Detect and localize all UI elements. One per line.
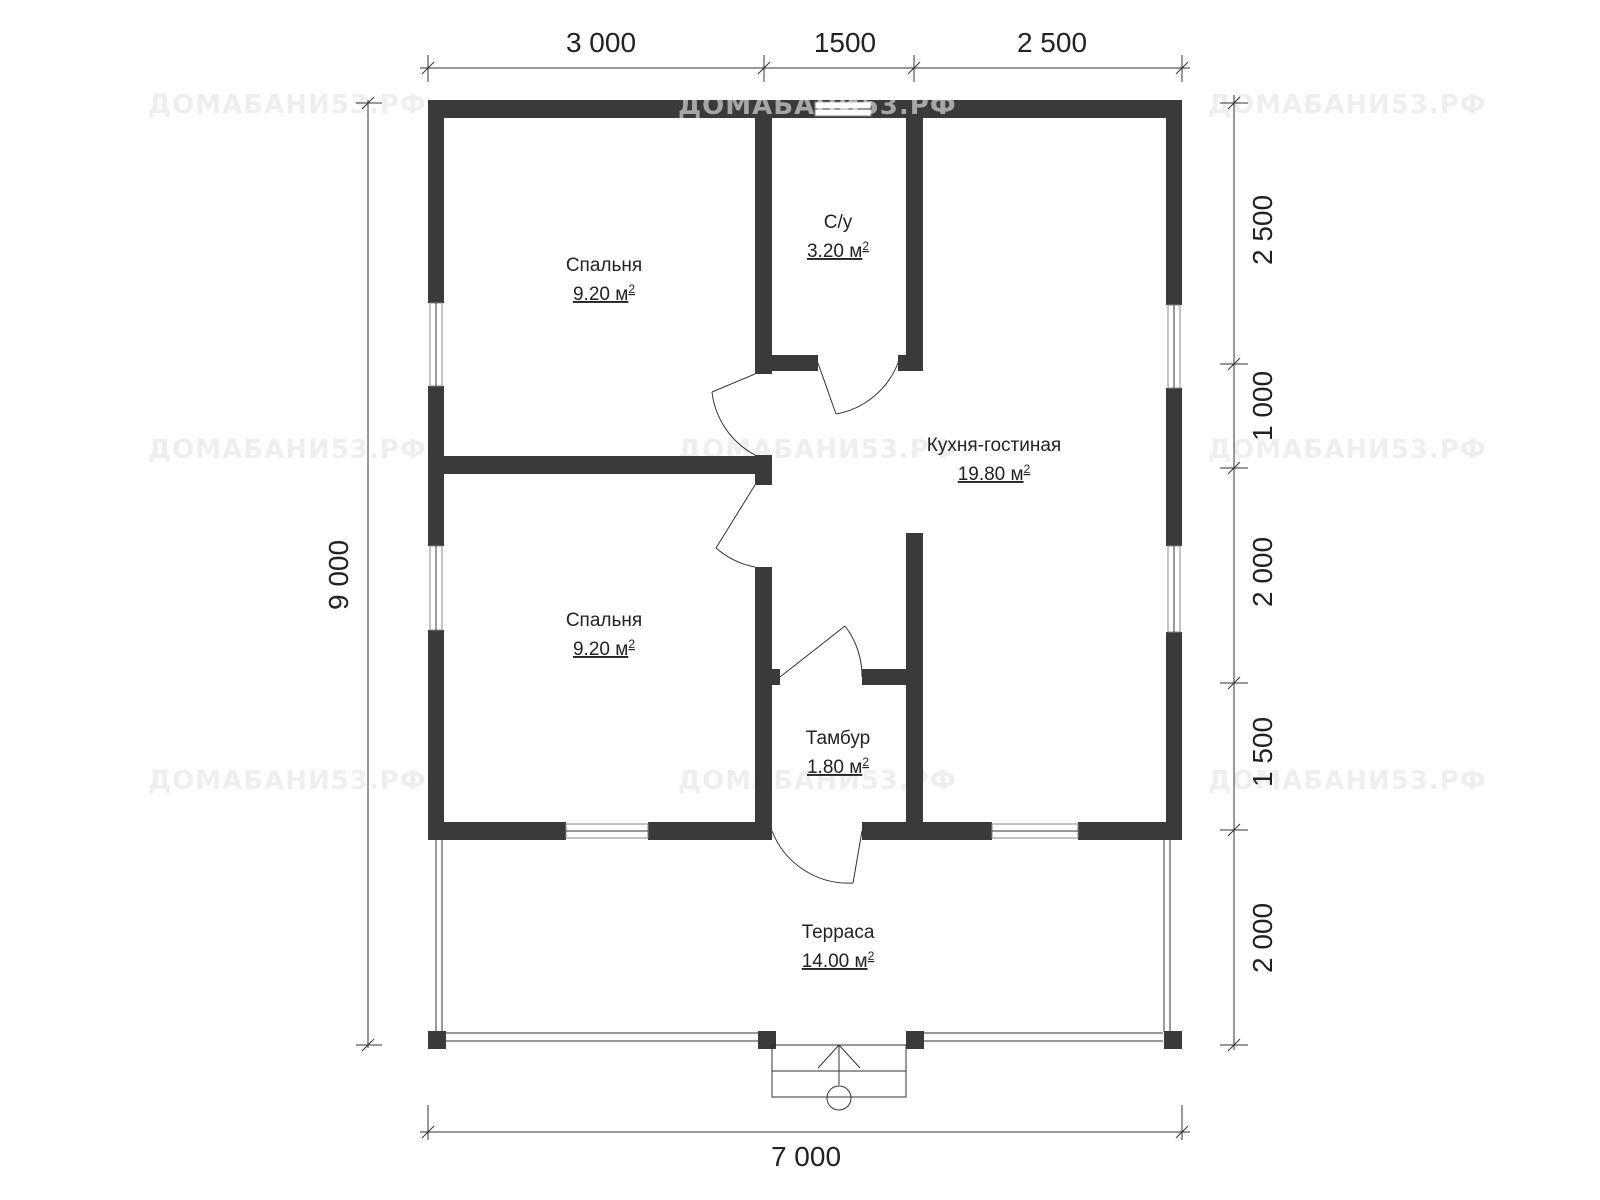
dim-left: 9 000 [323, 540, 354, 610]
room-name: Спальня [566, 255, 642, 276]
doors [711, 362, 899, 884]
room-name: Тамбур [806, 728, 871, 749]
room-name: Терраса [802, 922, 875, 943]
room-area: 9.20 м2 [573, 637, 635, 660]
watermark: ДОМАБАНИ53.РФ [1208, 435, 1487, 465]
dim-right-3: 2 000 [1247, 537, 1278, 607]
terrace-outline [435, 830, 1171, 1042]
dim-right-1: 2 500 [1247, 195, 1278, 265]
room-area: 3.20 м2 [807, 239, 869, 262]
watermarks: ДОМАБАНИ53.РФ ДОМАБАНИ53.РФ ДОМАБАНИ53.Р… [148, 90, 1487, 796]
windows [429, 101, 1181, 839]
dim-top-2: 1500 [814, 27, 876, 58]
walls [428, 100, 1182, 1049]
room-area: 9.20 м2 [573, 282, 635, 305]
dim-right-2: 1 000 [1247, 371, 1278, 441]
watermark: ДОМАБАНИ53.РФ [1208, 90, 1487, 120]
watermark: ДОМАБАНИ53.РФ [148, 435, 427, 465]
room-name: С/у [824, 212, 853, 233]
watermark: ДОМАБАНИ53.РФ [148, 766, 427, 796]
dim-right-5: 2 000 [1247, 903, 1278, 973]
room-name: Спальня [566, 610, 642, 631]
watermark: ДОМАБАНИ53.РФ [678, 91, 957, 121]
room-labels: Спальня 9.20 м2 С/у 3.20 м2 Кухня-гостин… [566, 212, 1061, 972]
watermark: ДОМАБАНИ53.РФ [148, 90, 427, 120]
dimension-labels: 3 000 1500 2 500 7 000 9 000 2 500 1 000… [323, 27, 1278, 1172]
room-area: 19.80 м2 [958, 462, 1031, 485]
room-name: Кухня-гостиная [927, 435, 1061, 456]
entrance-steps [771, 1044, 907, 1111]
dim-top-3: 2 500 [1017, 27, 1087, 58]
dim-bottom: 7 000 [771, 1141, 841, 1172]
room-area: 1.80 м2 [807, 755, 869, 778]
room-area: 14.00 м2 [802, 949, 875, 972]
dimension-lines [356, 55, 1248, 1140]
watermark: ДОМАБАНИ53.РФ [1208, 766, 1487, 796]
dim-top-1: 3 000 [566, 27, 636, 58]
dim-right-4: 1 500 [1247, 717, 1278, 787]
